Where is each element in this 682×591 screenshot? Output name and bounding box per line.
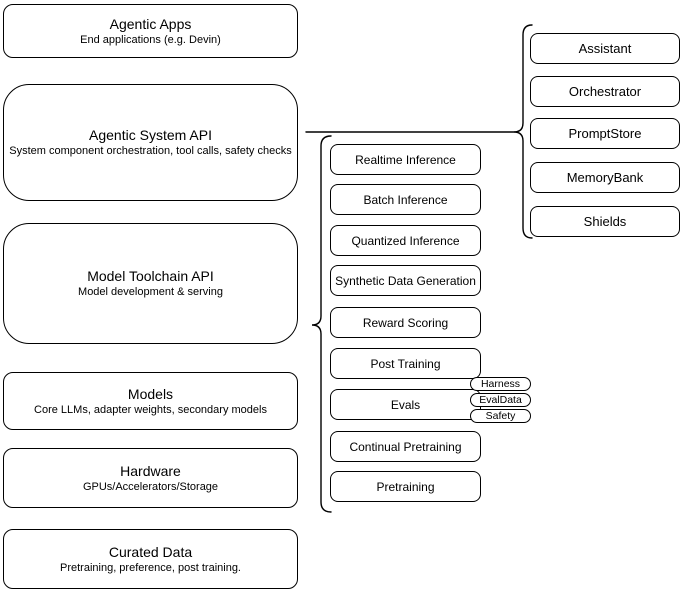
box-agentic-apps: Agentic Apps End applications (e.g. Devi… [3,4,298,58]
system-box-assistant: Assistant [530,33,680,64]
system-box-orchestrator: Orchestrator [530,76,680,107]
box-models: Models Core LLMs, adapter weights, secon… [3,372,298,430]
toolchain-box-label: Evals [390,397,421,412]
evals-tag-safety: Safety [470,409,531,423]
toolchain-box-label: Reward Scoring [362,315,449,330]
box-subtitle: Core LLMs, adapter weights, secondary mo… [34,403,267,416]
system-box-label: PromptStore [568,126,642,141]
toolchain-box-label: Quantized Inference [351,233,460,248]
box-title: Agentic Apps [109,15,192,32]
toolchain-box-evals: Evals [330,389,481,420]
box-hardware: Hardware GPUs/Accelerators/Storage [3,448,298,508]
evals-tag-harness: Harness [470,377,531,391]
toolchain-box-label: Continual Pretraining [349,439,462,454]
toolchain-box-label: Post Training [370,356,441,371]
toolchain-box-batch-inference: Batch Inference [330,184,481,215]
toolchain-box-realtime-inference: Realtime Inference [330,144,481,175]
box-curated-data: Curated Data Pretraining, preference, po… [3,529,298,589]
box-title: Agentic System API [89,127,212,143]
toolchain-box-label: Realtime Inference [355,152,456,167]
toolchain-box-reward-scoring: Reward Scoring [330,307,481,338]
box-agentic-system-api: Agentic System API System component orch… [3,84,298,201]
box-model-toolchain-api: Model Toolchain API Model development & … [3,223,298,344]
evals-tag-label: Safety [485,410,516,422]
evals-tag-evaldata: EvalData [470,393,531,407]
box-title: Model Toolchain API [87,268,214,284]
box-title: Hardware [120,462,181,479]
toolchain-box-pretraining: Pretraining [330,471,481,502]
box-subtitle: System component orchestration, tool cal… [9,145,292,157]
system-box-label: Orchestrator [568,84,642,99]
evals-tag-label: EvalData [479,394,522,406]
toolchain-brace [311,135,332,513]
system-box-label: MemoryBank [566,170,644,185]
box-subtitle: Pretraining, preference, post training. [60,561,241,574]
box-title: Curated Data [108,543,193,560]
toolchain-box-label: Pretraining [376,479,435,494]
system-box-label: Shields [583,214,627,229]
system-box-label: Assistant [578,41,632,56]
system-box-shields: Shields [530,206,680,237]
toolchain-box-label: Batch Inference [363,192,448,207]
box-subtitle: End applications (e.g. Devin) [80,33,221,46]
evals-tag-label: Harness [480,378,521,390]
toolchain-box-continual-pretraining: Continual Pretraining [330,431,481,462]
toolchain-box-quantized-inference: Quantized Inference [330,225,481,256]
toolchain-box-synthetic-data-generation: Synthetic Data Generation [330,265,481,296]
system-box-memorybank: MemoryBank [530,162,680,193]
toolchain-box-label: Synthetic Data Generation [335,273,476,288]
box-subtitle: Model development & serving [78,286,223,298]
box-title: Models [127,385,174,402]
toolchain-box-post-training: Post Training [330,348,481,379]
box-subtitle: GPUs/Accelerators/Storage [82,480,219,493]
system-box-promptstore: PromptStore [530,118,680,149]
